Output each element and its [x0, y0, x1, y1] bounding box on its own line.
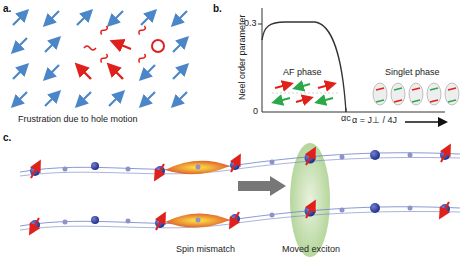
phase-plot	[258, 8, 459, 122]
caption-text: Frustration due to hole motion	[18, 115, 138, 125]
tick-label: 0.3	[244, 19, 257, 29]
panel-letter: c.	[3, 132, 11, 143]
panel-letter: b.	[213, 3, 222, 14]
phase-name: AF phase	[283, 68, 322, 78]
axis-mark: αc	[341, 114, 351, 124]
ladder-illustration	[20, 143, 460, 257]
phase-name: Singlet phase	[385, 68, 440, 78]
tick-label: 0	[253, 107, 258, 117]
panel-letter: a.	[3, 3, 11, 14]
axis-title: α = J⊥ / 4J	[352, 116, 397, 126]
annotation: Spin mismatch	[176, 245, 235, 255]
spin-lattice	[13, 11, 187, 106]
annotation: Moved exciton	[282, 245, 340, 255]
